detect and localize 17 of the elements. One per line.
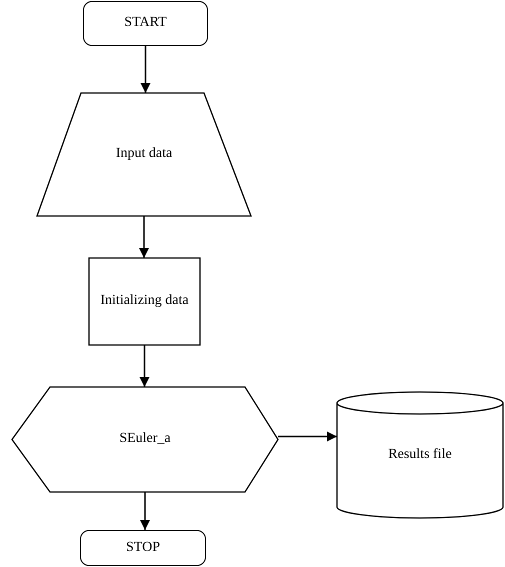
node-label: Initializing data <box>100 292 189 310</box>
arrow <box>140 46 150 93</box>
storage-cylinder <box>337 392 503 518</box>
arrow <box>139 216 149 258</box>
node-label: STOP <box>126 538 160 557</box>
node-label: START <box>124 14 167 32</box>
stop-terminal <box>80 530 206 566</box>
node-label: Results file <box>388 446 452 464</box>
input-trapezoid <box>37 93 251 216</box>
arrow <box>140 492 150 530</box>
preparation-hexagon <box>12 387 278 492</box>
node-label: SEuler_a <box>119 430 171 448</box>
start-terminal <box>83 1 208 46</box>
process-box <box>89 258 200 345</box>
node-label: Input data <box>116 145 172 164</box>
arrow <box>278 432 337 442</box>
arrow <box>140 345 150 387</box>
